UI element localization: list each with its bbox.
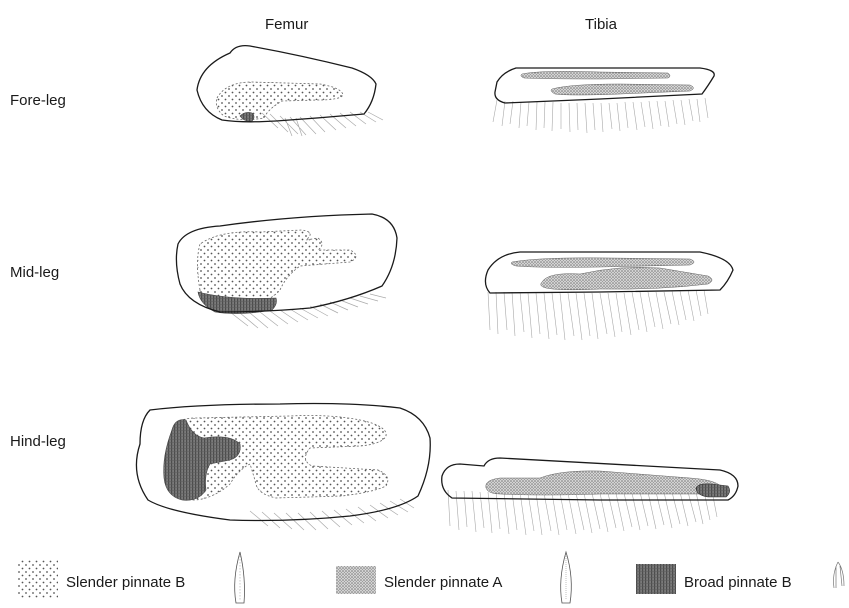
mid-leg-femur — [176, 214, 397, 328]
legend-slender-pinnate-b-hair-icon — [235, 552, 245, 603]
legend-label-slender-pinnate-b: Slender pinnate B — [66, 574, 185, 591]
mid-tibia-hairs — [488, 290, 708, 340]
legend-slender-pinnate-a-swatch — [336, 566, 376, 594]
legend-slender-pinnate-b-swatch — [18, 560, 58, 598]
hind-femur-hairs — [250, 499, 414, 530]
mid-leg-tibia — [485, 252, 733, 340]
fore-tibia-slender-pinnate-a-lower — [551, 84, 694, 95]
fore-femur-slender-pinnate-b — [216, 82, 343, 120]
hind-leg-femur — [136, 404, 430, 531]
hind-tibia-slender-pinnate-a — [486, 471, 722, 495]
fore-tibia-hairs — [493, 98, 708, 133]
mid-tibia-slender-pinnate-a-upper — [511, 258, 694, 268]
legend-slender-pinnate-a-hair-icon — [561, 552, 572, 603]
legend-label-slender-pinnate-a: Slender pinnate A — [384, 574, 502, 591]
legend-broad-pinnate-b-hair-icon — [834, 562, 845, 588]
hind-tibia-broad-pinnate-b — [696, 484, 730, 497]
fore-tibia-slender-pinnate-a-upper — [521, 71, 670, 79]
fore-leg-tibia — [493, 68, 714, 133]
hind-tibia-hairs — [448, 490, 717, 535]
mid-femur-slender-pinnate-b — [198, 230, 357, 306]
mid-tibia-slender-pinnate-a-lower — [541, 267, 712, 290]
fore-femur-hairs — [262, 112, 383, 136]
fore-leg-femur — [197, 46, 383, 136]
hind-leg-tibia — [442, 458, 738, 535]
legend-broad-pinnate-b-swatch — [636, 564, 676, 594]
legend-label-broad-pinnate-b: Broad pinnate B — [684, 574, 792, 591]
